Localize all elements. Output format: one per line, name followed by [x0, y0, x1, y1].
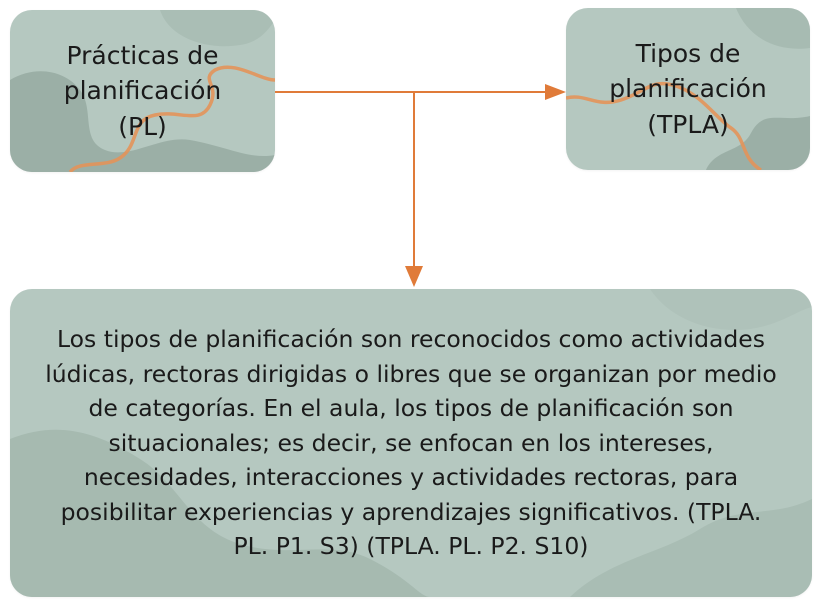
arrowhead-to-target [545, 84, 566, 100]
terrain-decoration [566, 8, 810, 170]
source-node-label: Prácticas de planificación (PL) [63, 40, 222, 141]
target-node-label: Tipos de planificación (TPLA) [609, 38, 767, 139]
arrowhead-to-description [405, 266, 423, 287]
target-node-box: Tipos de planificación (TPLA) [566, 8, 810, 170]
terrain-decoration [10, 289, 812, 597]
description-text: Los tipos de planificación son reconocid… [45, 325, 777, 561]
description-box: Los tipos de planificación son reconocid… [10, 289, 812, 597]
source-node-box: Prácticas de planificación (PL) [10, 10, 275, 172]
terrain-decoration [10, 10, 275, 172]
